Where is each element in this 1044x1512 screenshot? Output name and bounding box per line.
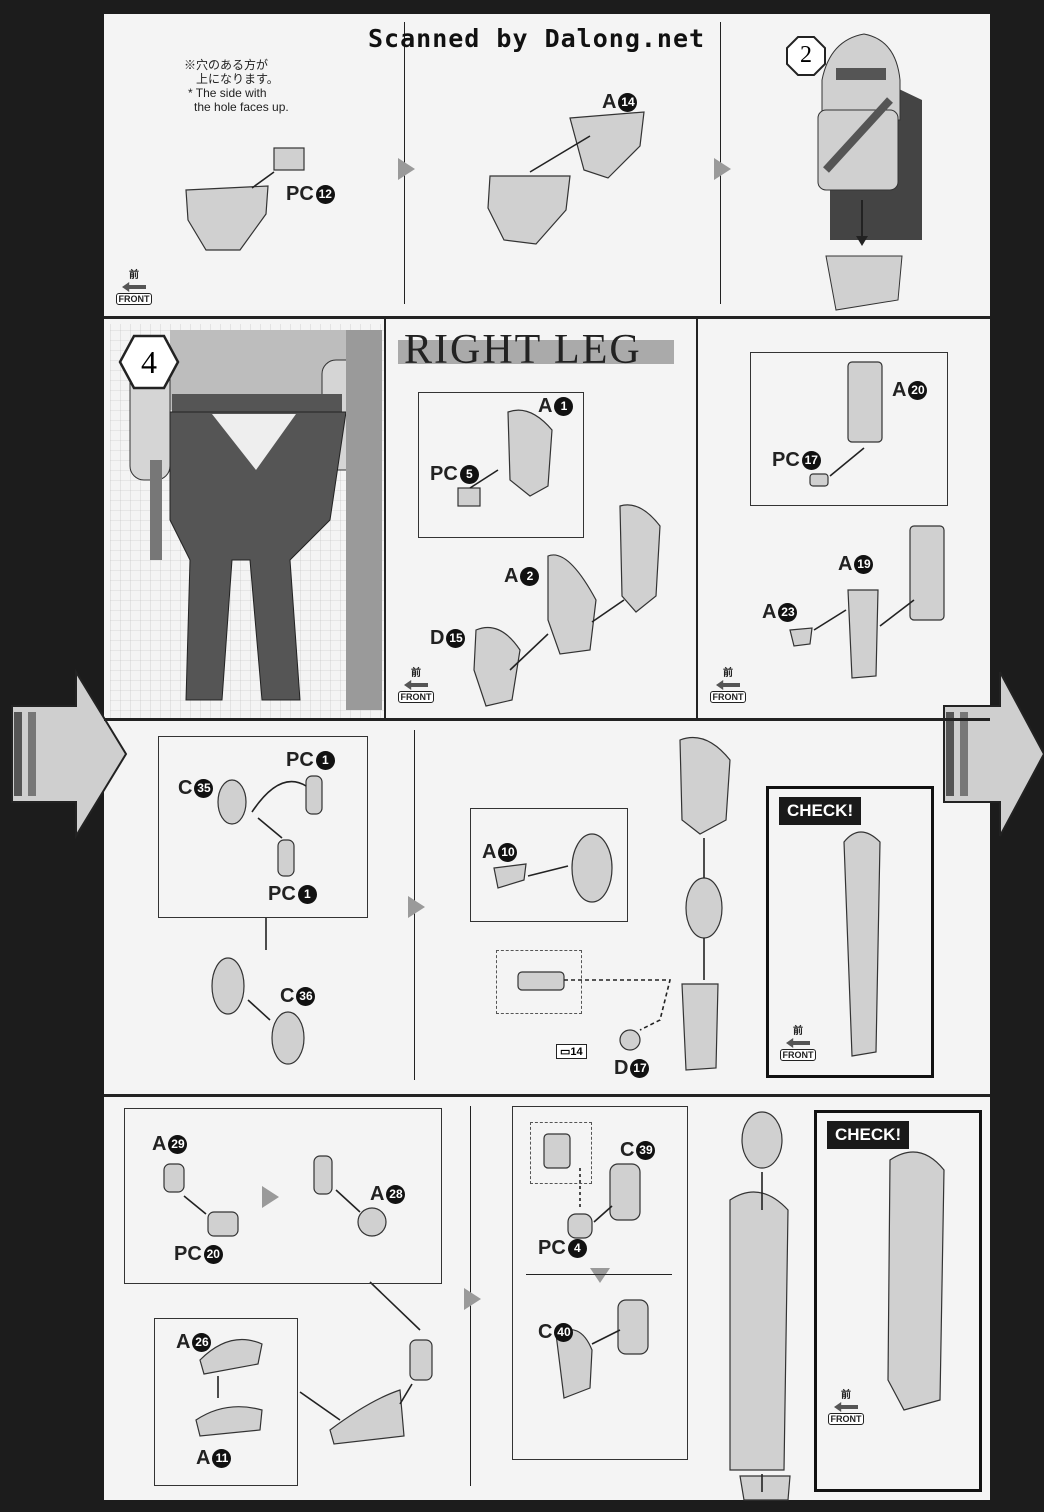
front-text: FRONT	[828, 1413, 864, 1425]
sub-assembly-box	[470, 808, 628, 922]
figure-upper-body	[817, 33, 922, 311]
front-kanji: 前	[723, 668, 733, 679]
front-text: FRONT	[710, 691, 746, 703]
check-panel: CHECK!	[766, 786, 934, 1078]
page-ref-number: 14	[570, 1046, 583, 1058]
front-kanji: 前	[411, 668, 421, 679]
front-arrow-icon	[834, 1402, 858, 1412]
front-indicator: 前 FRONT	[398, 664, 434, 703]
detail-box	[496, 950, 582, 1014]
note-en-2: the hole faces up.	[194, 100, 289, 114]
front-kanji: 前	[129, 270, 139, 281]
front-text: FRONT	[116, 293, 152, 305]
note-jp-2: 上になります。	[196, 72, 279, 86]
row-divider-1	[104, 316, 990, 319]
next-step-arrow-icon	[714, 158, 731, 180]
next-step-arrow-icon	[398, 158, 415, 180]
sub-assembly-box	[418, 392, 584, 538]
page-reference: ▭14	[556, 1044, 587, 1059]
front-arrow-icon	[716, 680, 740, 690]
check-panel: CHECK!	[814, 1110, 982, 1492]
row-divider-2	[104, 718, 990, 721]
foot-parts-row6	[163, 1111, 945, 1501]
sub-assembly-box	[512, 1106, 688, 1460]
front-text: FRONT	[780, 1049, 816, 1061]
row-divider-3	[104, 1094, 990, 1097]
step-number-2: 2	[786, 36, 826, 76]
step-number-text: 2	[800, 42, 812, 68]
sub-assembly-box	[154, 1318, 298, 1486]
title-underlay	[398, 340, 674, 364]
front-arrow-icon	[404, 680, 428, 690]
next-step-arrow-icon	[408, 896, 425, 918]
sub-assembly-box	[124, 1108, 442, 1284]
front-kanji: 前	[793, 1026, 803, 1037]
box-divider	[526, 1274, 672, 1275]
front-text: FRONT	[398, 691, 434, 703]
watermark: Scanned by Dalong.net	[368, 24, 706, 53]
sub-assembly-box	[750, 352, 948, 506]
note-jp-1: ※穴のある方が	[184, 58, 269, 72]
down-step-arrow-icon	[590, 1268, 610, 1283]
part-hip-a	[185, 111, 645, 251]
col-divider	[384, 319, 386, 718]
front-arrow-icon	[122, 282, 146, 292]
knee-parts-row5	[211, 736, 881, 1071]
front-indicator: 前 FRONT	[116, 266, 152, 305]
front-indicator: 前 FRONT	[710, 664, 746, 703]
step-number-4: 4	[118, 334, 180, 390]
check-label: CHECK!	[779, 797, 862, 825]
check-label: CHECK!	[827, 1121, 910, 1149]
page-ref-icon: ▭	[560, 1046, 571, 1058]
right-flow-arrow-icon	[943, 671, 1044, 837]
col-divider	[696, 319, 698, 718]
detail-box	[530, 1122, 592, 1184]
sub-assembly-box	[158, 736, 368, 918]
step-number-text: 4	[141, 344, 157, 380]
note-en-1: * The side with	[188, 86, 267, 100]
front-indicator: 前 FRONT	[780, 1022, 816, 1061]
section-title: RIGHT LEG	[404, 327, 642, 373]
next-step-arrow-icon	[464, 1288, 481, 1310]
next-step-arrow-icon	[262, 1186, 279, 1208]
front-arrow-icon	[786, 1038, 810, 1048]
leg-parts-row4	[457, 361, 945, 707]
hole-note: ※穴のある方が 上になります。 * The side with the hole…	[184, 58, 289, 114]
left-flow-arrow-icon	[11, 668, 128, 840]
front-kanji: 前	[841, 1390, 851, 1401]
front-indicator: 前 FRONT	[828, 1386, 864, 1425]
figure-lower-body	[129, 330, 382, 710]
